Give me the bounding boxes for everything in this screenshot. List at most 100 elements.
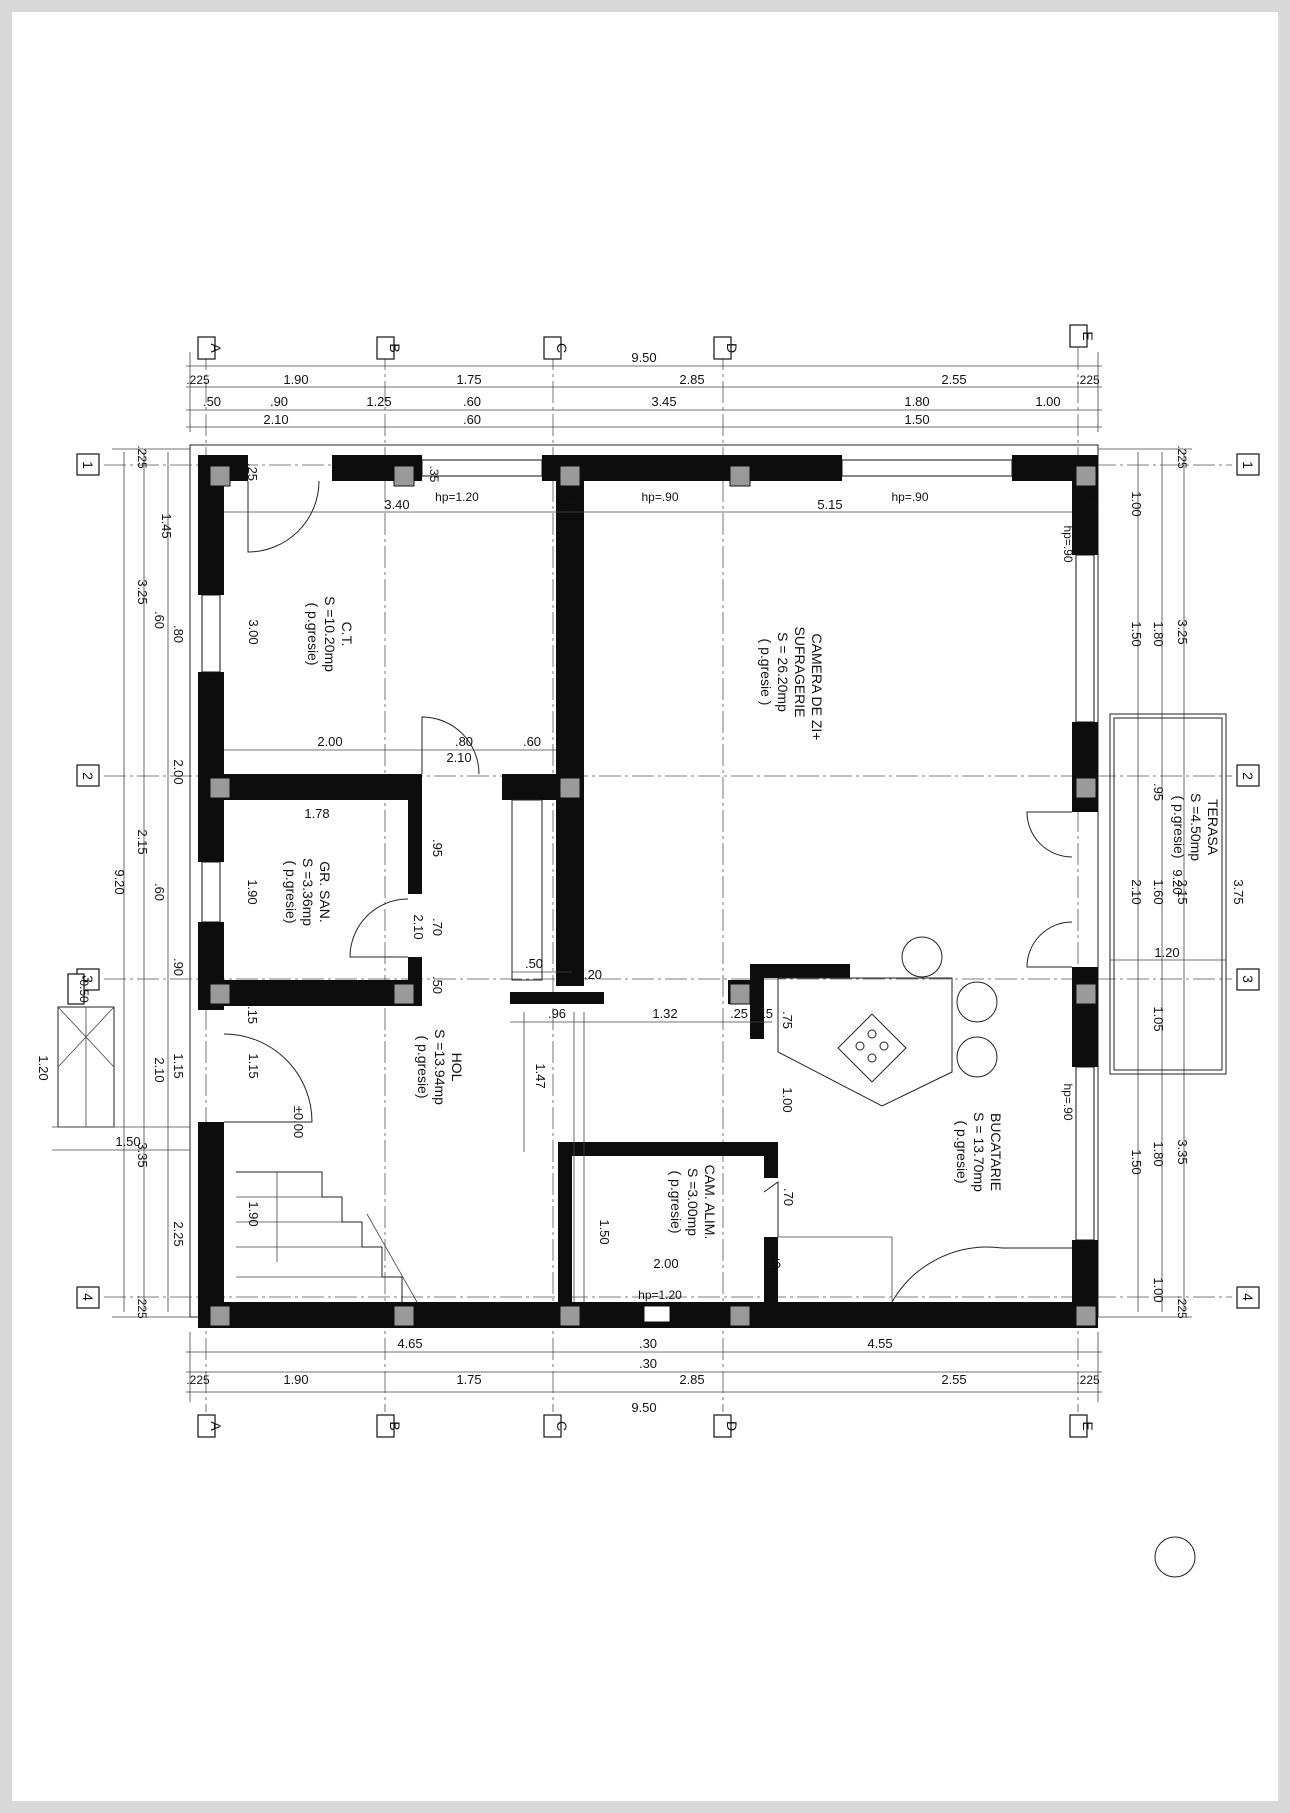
entry-depth: 1.50 (115, 1134, 140, 1149)
axis-c-top: C (554, 343, 570, 353)
left-inner-7: 1.15 (171, 1053, 186, 1078)
bottom-dim0-1: 4.65 (397, 1336, 422, 1351)
dim-lines-bottom (186, 1332, 1102, 1402)
dim-1-78: 1.78 (304, 806, 329, 821)
dim-70-a: .70 (430, 918, 445, 936)
top-dim2-7: 1.00 (1035, 394, 1060, 409)
bottom-dim-3: 1.75 (456, 1372, 481, 1387)
axis-3-right: 3 (1240, 975, 1256, 983)
room-ct-floor: ( p.gresie) (305, 602, 321, 665)
left-inner-4: 2.00 (171, 759, 186, 784)
room-bath-floor: ( p.gresie) (283, 860, 299, 923)
bottom-dim-6: .225 (1076, 1373, 1100, 1387)
dim-25-b: .25 (730, 1006, 748, 1021)
right-inner-9: 1.50 (1129, 1149, 1144, 1174)
dim-hp-1-20-bottom: hp=1.20 (638, 1288, 682, 1302)
dim-5-15: 5.15 (817, 497, 842, 512)
dim-1-50-pantry: 1.50 (597, 1219, 612, 1244)
page-marker-circle (1154, 1536, 1196, 1578)
axis-grid (104, 348, 1232, 1412)
axis-2-right: 2 (1240, 772, 1256, 780)
dim-75: .75 (780, 1011, 795, 1029)
right-outer-4: 3.35 (1175, 1139, 1190, 1164)
entry-steps (52, 1006, 190, 1151)
top-dim2-5: 3.45 (651, 394, 676, 409)
right-outer-5: .225 (1175, 1295, 1189, 1319)
bottom-dim-5: 2.55 (941, 1372, 966, 1387)
top-dim-4: 2.85 (679, 372, 704, 387)
dim-hp-1-20-top: hp=1.20 (435, 490, 479, 504)
right-inner-7: 1.05 (1151, 1006, 1166, 1031)
kitchen-counter (777, 936, 998, 1107)
left-inner-3: .80 (171, 625, 186, 643)
left-inner-8: 2.10 (152, 1057, 167, 1082)
top-dim2-1: .50 (203, 394, 221, 409)
dim-70-b: .70 (781, 1188, 796, 1206)
room-ct-area: S =10.20mp (322, 596, 338, 672)
dim-96: .96 (548, 1006, 566, 1021)
room-hall: HOL S =13.94mp ( p.gresie) (415, 1029, 465, 1105)
dim-50-a: .50 (430, 976, 445, 994)
left-inner-1: 1.45 (159, 513, 174, 538)
interior-guides (224, 511, 1072, 1302)
room-hall-area: S =13.94mp (432, 1029, 448, 1105)
axis-a-bottom: A (208, 1421, 224, 1431)
dim-2-00-ct: 2.00 (317, 734, 342, 749)
dim-1-90-stair: 1.90 (246, 1201, 261, 1226)
left-outer-2: 3.25 (135, 579, 150, 604)
top-sub-1: 2.10 (263, 412, 288, 427)
room-kitchen-name: BUCATARIE (988, 1113, 1004, 1191)
room-living-floor: ( p.gresie ) (758, 639, 774, 706)
room-living: CAMERA DE ZI+ SUFRAGERIE S = 26.20mp ( p… (758, 626, 825, 740)
dim-1-32: 1.32 (652, 1006, 677, 1021)
top-dim-6: .225 (1076, 373, 1100, 387)
left-outer-3: 2.15 (135, 829, 150, 854)
left-outer-1: .225 (135, 445, 149, 469)
axis-1-left: 1 (80, 461, 96, 469)
dim-50-b: .50 (525, 956, 543, 971)
dim-35-b: .35 (1082, 498, 1099, 512)
windows (201, 459, 1095, 1323)
room-pantry: CAM. ALIM. S =3.00mp ( p.gresie) (668, 1165, 718, 1240)
right-inner-4: .95 (1151, 783, 1166, 801)
doors (223, 480, 1073, 1303)
room-terrace-name: TERASA (1205, 799, 1221, 856)
terrace-width: 3.75 (1231, 879, 1246, 904)
axis-e-top: E (1080, 331, 1096, 340)
room-pantry-area: S =3.00mp (685, 1168, 701, 1236)
top-dim2-4: .60 (463, 394, 481, 409)
dim-hp-90-right: hp=.90 (1061, 525, 1075, 562)
right-inner-10: 1.00 (1151, 1277, 1166, 1302)
bottom-dim0-3: .30 (639, 1356, 657, 1371)
dim-1-90-bath: 1.90 (245, 879, 260, 904)
room-terrace-area: S =4.50mp (1188, 793, 1204, 861)
columns (209, 465, 1097, 1327)
terrace-outline (1109, 713, 1227, 1075)
top-dim-3: 1.75 (456, 372, 481, 387)
dim-1-15-hall: 1.15 (246, 1053, 261, 1078)
dim-15-c: .15 (763, 1256, 781, 1271)
room-terrace: TERASA S =4.50mp ( p.gresie) (1171, 793, 1221, 861)
room-living-area: S = 26.20mp (775, 632, 791, 712)
bottom-dim0-2: .30 (639, 1336, 657, 1351)
left-outer-4: 3.35 (135, 1142, 150, 1167)
dim-lines-top (186, 352, 1102, 432)
axis-d-top: D (724, 343, 740, 353)
entry-width: 1.20 (36, 1055, 51, 1080)
axis-b-top: B (387, 343, 403, 352)
axis-4-left: 4 (80, 1293, 96, 1301)
dim-lines-right (1098, 448, 1192, 1318)
room-kitchen-area: S = 13.70mp (971, 1112, 987, 1192)
dim-60-a: .60 (523, 734, 541, 749)
room-pantry-floor: ( p.gresie) (668, 1170, 684, 1233)
room-kitchen: BUCATARIE S = 13.70mp ( p.gresie) (954, 1112, 1004, 1192)
dim-20: .20 (584, 967, 602, 982)
level-zero: ±0.00 (291, 1106, 306, 1138)
right-inner-3: 1.80 (1151, 621, 1166, 646)
left-inner-6: .90 (171, 958, 186, 976)
right-outer-1: .225 (1175, 445, 1189, 469)
axis-letter-bottom (197, 1414, 1088, 1438)
room-ct: C.T. S =10.20mp ( p.gresie) (305, 596, 355, 672)
dim-15-a: .15 (755, 1006, 773, 1021)
